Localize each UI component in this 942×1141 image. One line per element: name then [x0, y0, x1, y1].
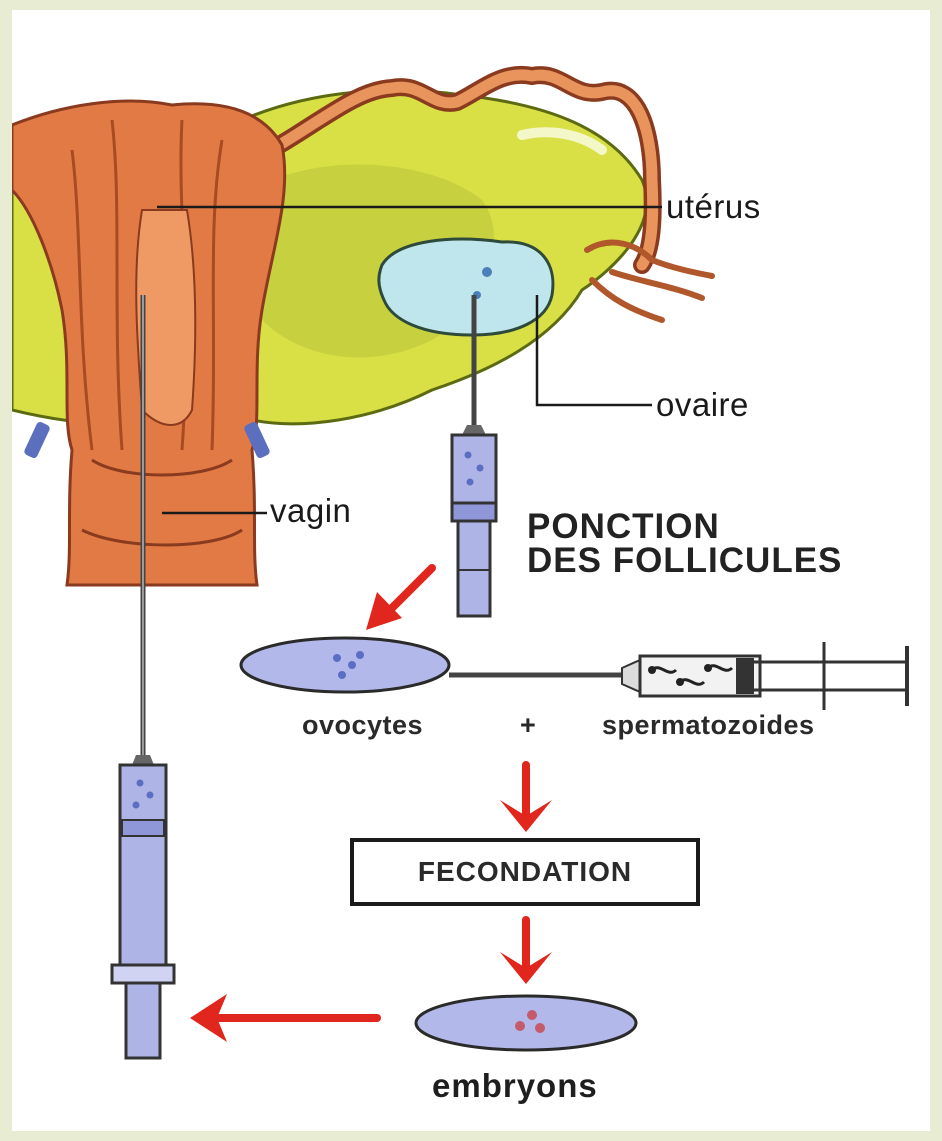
left-clamp	[23, 421, 51, 460]
label-ponction-line2: DES FOLLICULES	[527, 544, 842, 578]
label-embryons: embryons	[432, 1067, 598, 1105]
ivf-diagram: utérus ovaire vagin PONCTION DES FOLLICU…	[12, 10, 930, 1131]
embryo	[527, 1010, 537, 1020]
sperm-syringe-plunger-head	[736, 658, 754, 694]
fecondation-box: FECONDATION	[350, 838, 700, 906]
sperm-head	[676, 678, 684, 686]
puncture-syringe-oocyte	[467, 479, 474, 486]
label-plus: +	[520, 710, 536, 741]
label-ponction-line1: PONCTION	[527, 510, 720, 544]
transfer-syringe-embryo	[133, 802, 140, 809]
transfer-syringe-embryo	[137, 780, 144, 787]
puncture-syringe-band	[452, 503, 496, 521]
label-ovaire: ovaire	[656, 386, 749, 424]
transfer-syringe-flange	[112, 965, 174, 983]
sperm-syringe-tip	[622, 660, 640, 692]
ovocyte	[348, 661, 356, 669]
label-spermatozoides: spermatozoides	[602, 710, 815, 741]
embryons-dish	[416, 996, 636, 1050]
embryo	[535, 1023, 545, 1033]
sperm-head	[704, 664, 712, 672]
label-vagin: vagin	[270, 492, 351, 530]
label-ovocytes: ovocytes	[302, 710, 423, 741]
arrow-to-ovocytes-head	[366, 592, 402, 630]
ovocyte	[338, 671, 346, 679]
puncture-syringe-oocyte	[465, 452, 472, 459]
follicle-cell	[482, 267, 492, 277]
puncture-syringe-oocyte	[477, 465, 484, 472]
embryo	[515, 1021, 525, 1031]
ovocytes-dish	[241, 638, 449, 692]
transfer-syringe-band	[122, 820, 164, 836]
puncture-syringe-plunger	[458, 521, 490, 616]
ovocyte	[356, 651, 364, 659]
ovocyte	[333, 654, 341, 662]
transfer-syringe-embryo	[147, 792, 154, 799]
puncture-syringe-barrel	[452, 435, 496, 503]
label-uterus: utérus	[666, 188, 761, 226]
follicle	[379, 239, 553, 335]
transfer-syringe-plunger	[126, 983, 160, 1058]
transfer-syringe-barrel	[120, 765, 166, 965]
sperm-head	[648, 666, 656, 674]
